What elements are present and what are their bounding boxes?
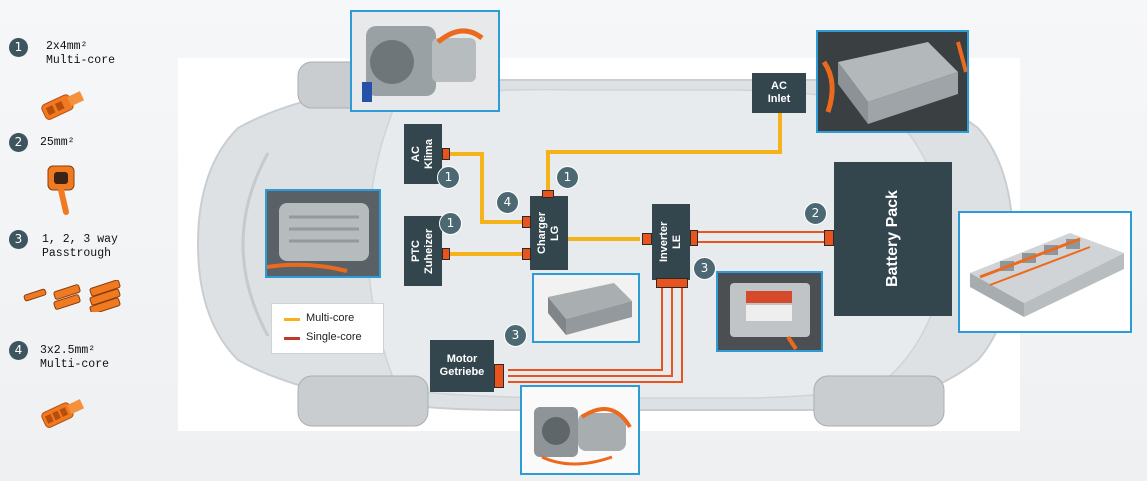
ac-compressor-photo: [350, 10, 500, 112]
inverter-le-box: Inverter LE: [652, 204, 690, 280]
legend-number-3: 3: [9, 230, 28, 249]
ac-inlet-box: AC Inlet: [752, 73, 806, 113]
connector-klima: [442, 148, 450, 160]
legend-number-1: 1: [9, 38, 28, 57]
wheel-rear-right: [813, 375, 945, 427]
connector-2pin-icon: [41, 91, 85, 120]
badge-charger-top: 1: [556, 166, 579, 189]
legend-text-2: 25mm²: [40, 136, 75, 149]
cable-legend-box: Multi-core Single-core: [271, 303, 384, 354]
battery-pack-photo: [958, 211, 1132, 333]
multi-core-label: Multi-core: [306, 312, 355, 324]
legend-text-1: 2x4mm² Multi-core: [46, 40, 116, 67]
connector-3pin-icon: [41, 399, 85, 428]
wheel-rear-left: [297, 375, 429, 427]
single-core-swatch: [284, 337, 300, 340]
legend-number-2: 2: [9, 133, 28, 152]
connector-charger-top: [542, 190, 554, 198]
badge-battery-link: 2: [804, 202, 827, 225]
legend-text-4: 3x2.5mm² Multi-core: [40, 344, 110, 371]
badge-motor: 3: [504, 324, 527, 347]
cable-type-legend: 1 2x4mm² Multi-core 2 25mm² 3 1, 2, 3 wa…: [0, 0, 175, 481]
connector-charger-left-b: [522, 248, 531, 260]
connector-battery: [824, 230, 834, 246]
ptc-zuheizer-box: PTC Zuheizer: [404, 216, 442, 286]
legend-text-3: 1, 2, 3 way Passtrough: [42, 233, 118, 260]
connector-motor: [494, 364, 504, 388]
inverter-photo: [716, 271, 823, 352]
connector-inverter-right: [690, 230, 698, 246]
single-core-label: Single-core: [306, 331, 362, 343]
connector-charger-left-a: [522, 216, 531, 228]
motor-getriebe-box: Motor Getriebe: [430, 340, 494, 392]
ptc-heater-photo: [265, 189, 381, 278]
connector-inverter-left: [642, 233, 652, 245]
badge-ptc: 1: [439, 212, 462, 235]
multi-core-swatch: [284, 318, 300, 321]
connector-ptc: [442, 248, 450, 260]
charger-lg-photo: [532, 273, 640, 343]
badge-klima: 1: [437, 166, 460, 189]
legend-number-4: 4: [9, 341, 28, 360]
badge-charger-left: 4: [496, 191, 519, 214]
motor-gearbox-photo: [520, 385, 640, 475]
connector-inverter-bottom: [656, 278, 688, 288]
connector-single-icon: [47, 165, 75, 215]
battery-pack-box: Battery Pack: [834, 162, 952, 316]
passthrough-connectors-icon: [23, 280, 121, 312]
charger-lg-box: Charger LG: [530, 196, 568, 270]
charger-unit-photo: [816, 30, 969, 133]
badge-inverter: 3: [693, 257, 716, 280]
